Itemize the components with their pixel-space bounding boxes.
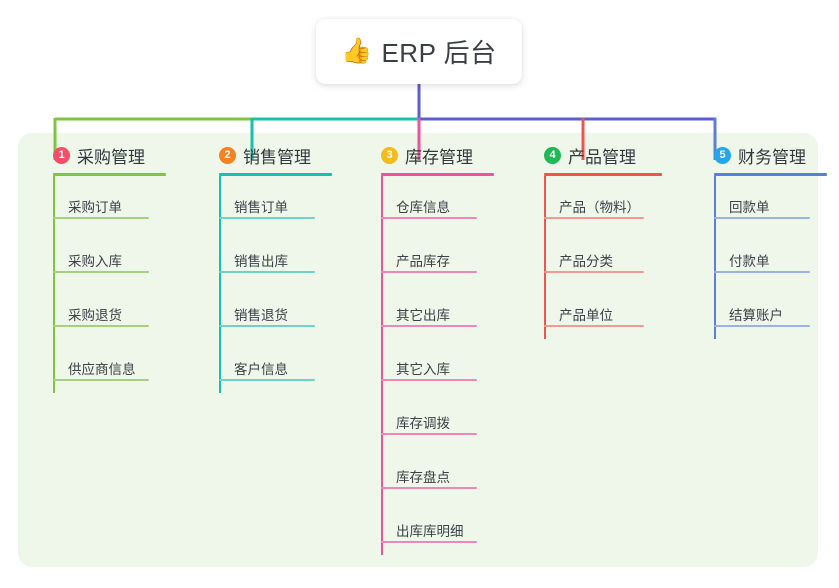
list-item[interactable]: 库存盘点 — [396, 470, 450, 485]
column-title-3: 库存管理 — [405, 147, 473, 167]
list-item-rule — [219, 325, 315, 327]
list-item-rule — [714, 271, 810, 273]
column-items-1: 采购订单采购入库采购退货供应商信息 — [34, 176, 184, 400]
list-item[interactable]: 客户信息 — [234, 362, 288, 377]
list-item[interactable]: 其它出库 — [396, 308, 450, 323]
list-item[interactable]: 其它入库 — [396, 362, 450, 377]
column-header-5[interactable]: 5 财务管理 — [695, 143, 839, 167]
list-item-rule — [714, 325, 810, 327]
list-item[interactable]: 产品单位 — [559, 308, 613, 323]
column-items-5: 回款单付款单结算账户 — [695, 176, 839, 346]
list-item[interactable]: 出库库明细 — [396, 524, 464, 539]
column-items-3: 仓库信息产品库存其它出库其它入库库存调拨库存盘点出库库明细 — [362, 176, 512, 562]
list-item[interactable]: 回款单 — [729, 200, 770, 215]
column-header-1[interactable]: 1 采购管理 — [34, 143, 184, 167]
column-header-rule-2 — [219, 173, 332, 176]
column-4: 4 产品管理产品（物料） 产品分类产品单位 — [525, 143, 685, 346]
list-item[interactable]: 结算账户 — [729, 308, 783, 323]
list-item[interactable]: 产品库存 — [396, 254, 450, 269]
column-items-4: 产品（物料） 产品分类产品单位 — [525, 176, 685, 346]
column-3: 3 库存管理仓库信息产品库存其它出库其它入库库存调拨库存盘点出库库明细 — [362, 143, 512, 562]
column-5: 5 财务管理回款单付款单结算账户 — [695, 143, 839, 346]
list-item-rule — [381, 271, 477, 273]
list-item[interactable]: 仓库信息 — [396, 200, 450, 215]
list-item[interactable]: 产品分类 — [559, 254, 613, 269]
column-header-4[interactable]: 4 产品管理 — [525, 143, 685, 167]
diagram-background-panel — [18, 133, 818, 567]
list-item-rule — [381, 487, 477, 489]
column-header-3[interactable]: 3 库存管理 — [362, 143, 512, 167]
column-header-rule-3 — [381, 173, 494, 176]
list-item[interactable]: 销售退货 — [234, 308, 288, 323]
list-item-rule — [219, 379, 315, 381]
list-item-rule — [714, 217, 810, 219]
column-header-2[interactable]: 2 销售管理 — [200, 143, 350, 167]
list-item-rule — [381, 541, 477, 543]
column-badge-2: 2 — [219, 146, 236, 164]
column-title-2: 销售管理 — [243, 147, 311, 167]
list-item-rule — [381, 325, 477, 327]
list-item-rule — [544, 325, 644, 327]
column-header-rule-4 — [544, 173, 662, 176]
list-item-rule — [219, 217, 315, 219]
list-item[interactable]: 销售订单 — [234, 200, 288, 215]
column-title-4: 产品管理 — [568, 147, 636, 167]
column-title-5: 财务管理 — [738, 147, 806, 167]
list-item[interactable]: 供应商信息 — [68, 362, 136, 377]
list-item-rule — [53, 379, 149, 381]
column-badge-5: 5 — [714, 146, 731, 164]
list-item[interactable]: 付款单 — [729, 254, 770, 269]
list-item-rule — [219, 271, 315, 273]
column-badge-4: 4 — [544, 146, 561, 164]
list-item-rule — [381, 433, 477, 435]
column-2: 2 销售管理销售订单销售出库销售退货客户信息 — [200, 143, 350, 400]
column-badge-3: 3 — [381, 146, 398, 164]
list-item[interactable]: 产品（物料） — [559, 200, 640, 215]
list-item-rule — [381, 217, 477, 219]
list-item[interactable]: 采购入库 — [68, 254, 122, 269]
column-badge-1: 1 — [53, 146, 70, 164]
column-1: 1 采购管理采购订单采购入库采购退货供应商信息 — [34, 143, 184, 400]
list-item[interactable]: 库存调拨 — [396, 416, 450, 431]
column-header-rule-1 — [53, 173, 166, 176]
column-items-2: 销售订单销售出库销售退货客户信息 — [200, 176, 350, 400]
column-title-1: 采购管理 — [77, 147, 145, 167]
column-spine-5 — [714, 176, 716, 339]
list-item[interactable]: 销售出库 — [234, 254, 288, 269]
column-spine-1 — [53, 176, 55, 393]
list-item[interactable]: 采购退货 — [68, 308, 122, 323]
column-spine-3 — [381, 176, 383, 555]
list-item-rule — [544, 217, 644, 219]
list-item-rule — [53, 271, 149, 273]
list-item-rule — [544, 271, 644, 273]
list-item-rule — [381, 379, 477, 381]
column-spine-2 — [219, 176, 221, 393]
root-node-card[interactable]: 👍 ERP 后台 — [316, 19, 522, 84]
thumbs-up-icon: 👍 — [341, 37, 373, 65]
page-title: ERP 后台 — [381, 38, 497, 68]
list-item[interactable]: 采购订单 — [68, 200, 122, 215]
column-header-rule-5 — [714, 173, 827, 176]
list-item-rule — [53, 325, 149, 327]
column-spine-4 — [544, 176, 546, 339]
list-item-rule — [53, 217, 149, 219]
